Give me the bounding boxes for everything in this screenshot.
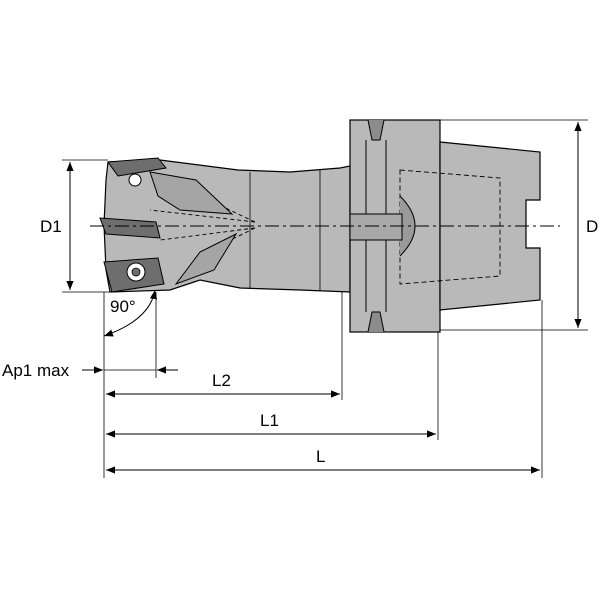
upper-pocket	[149, 171, 234, 215]
flange-groove	[367, 119, 385, 141]
dimension-d: D	[440, 119, 598, 331]
dimension-l1: L1	[106, 411, 436, 438]
cutting-inserts	[99, 157, 167, 293]
dimension-ap1: Ap1 max	[2, 361, 178, 380]
angle-label: 90°	[110, 297, 136, 316]
l-label: L	[316, 447, 325, 466]
drawbar-dome	[399, 195, 416, 257]
l1-label: L1	[260, 411, 279, 430]
flange-groove-bottom	[367, 311, 385, 333]
dimension-l: L	[106, 447, 540, 474]
lower-pocket	[174, 232, 238, 286]
dimension-d1: D1	[40, 159, 110, 293]
d1-label: D1	[40, 217, 62, 236]
d-label: D	[586, 217, 598, 236]
insert-top	[107, 157, 167, 177]
dimension-l2: L2	[106, 371, 340, 398]
insert-top-screw	[128, 173, 142, 187]
insert-middle	[99, 217, 161, 239]
angle-dimension: 90°	[103, 289, 158, 337]
drawbar	[349, 213, 403, 241]
l2-label: L2	[212, 371, 231, 390]
ap1-label: Ap1 max	[2, 361, 70, 380]
